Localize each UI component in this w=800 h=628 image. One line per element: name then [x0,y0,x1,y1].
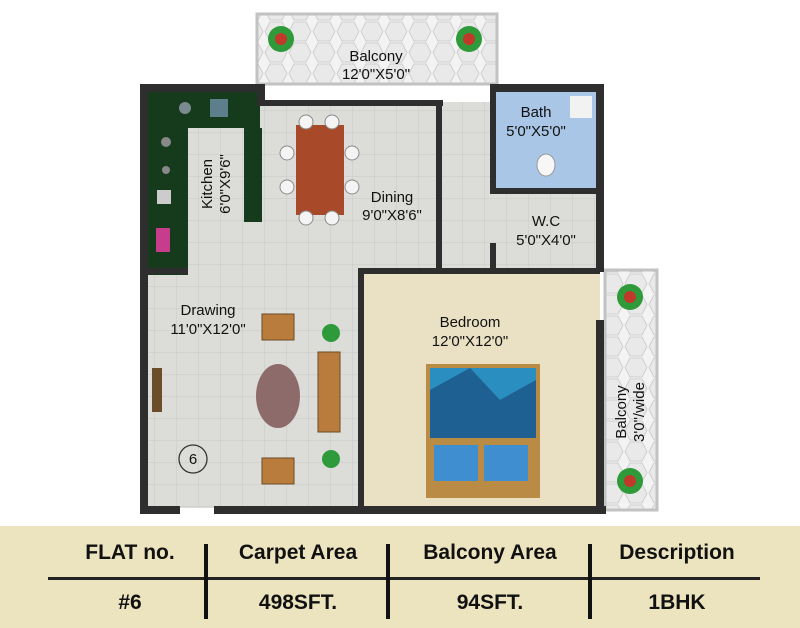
balcony-top-floor [257,14,497,84]
armchair-top [261,313,295,341]
header-carpet-area: Carpet Area [238,541,358,564]
coffee-table [256,364,300,428]
dining-chairs [279,114,360,226]
dining-table [296,125,344,215]
flat-info-table: FLAT no. Carpet Area Balcony Area Descri… [0,526,800,628]
kitchen-sink-icon [157,190,171,204]
room-size-drawing: 11'0"X12'0" [170,321,245,338]
pillow-right [484,445,528,481]
kitchen-appliance-icon [156,228,170,252]
sofa [317,351,341,433]
value-balcony-area: 94SFT. [456,591,524,614]
pillow-left [434,445,478,481]
wc-floor [496,195,596,268]
kitchen-counter-top [148,90,260,128]
room-size-dining: 9'0"X8'6" [362,207,422,224]
flat-marker [178,444,208,474]
column-divider [588,544,592,619]
room-name-bath: Bath [521,104,552,121]
shower-icon [570,96,592,118]
column-divider [204,544,208,619]
table-divider [48,577,760,580]
header-balcony-area: Balcony Area [423,541,557,564]
room-name-kitchen: Kitchen [199,159,216,209]
value-flat-no: #6 [118,591,142,614]
plant-icon [322,324,340,342]
value-description: 1BHK [648,591,706,614]
armchair-bottom [261,457,295,485]
floor-plan: 6 Balcony 12'0"X5'0" Kitchen 6'0"X9'6" D… [140,12,659,514]
column-divider [386,544,390,619]
balcony-plants [268,26,643,494]
room-name-dining: Dining [371,189,414,206]
room-name-wc: W.C [532,213,560,230]
room-name-balcony-side: Balcony [613,385,630,439]
room-size-wc: 5'0"X4'0" [516,232,576,249]
balcony-top-rail [255,12,499,86]
plant-icon-2 [322,450,340,468]
room-name-balcony-top: Balcony [349,48,403,65]
room-size-balcony-side: 3'0"/wide [631,382,648,442]
hob-icon [210,99,228,117]
room-size-balcony-top: 12'0"X5'0" [342,66,410,83]
header-description: Description [619,541,735,564]
balcony-side-rail [603,268,659,512]
pot-icon [161,137,171,147]
flat-marker-label: 6 [189,451,197,468]
bed-quilt-pattern [430,368,536,438]
header-flat-no: FLAT no. [85,541,175,564]
tv-unit [152,368,162,412]
room-name-bedroom: Bedroom [440,314,501,331]
pot-icon-2 [162,166,170,174]
room-size-kitchen: 6'0"X9'6" [217,154,234,214]
room-size-bath: 5'0"X5'0" [506,123,566,140]
stove-icon [179,102,191,114]
kitchen-counter-right [244,128,262,222]
room-name-drawing: Drawing [180,302,235,319]
room-size-bedroom: 12'0"X12'0" [432,333,508,350]
value-carpet-area: 498SFT. [258,591,338,614]
toilet-icon [536,153,556,177]
walls [140,84,606,514]
